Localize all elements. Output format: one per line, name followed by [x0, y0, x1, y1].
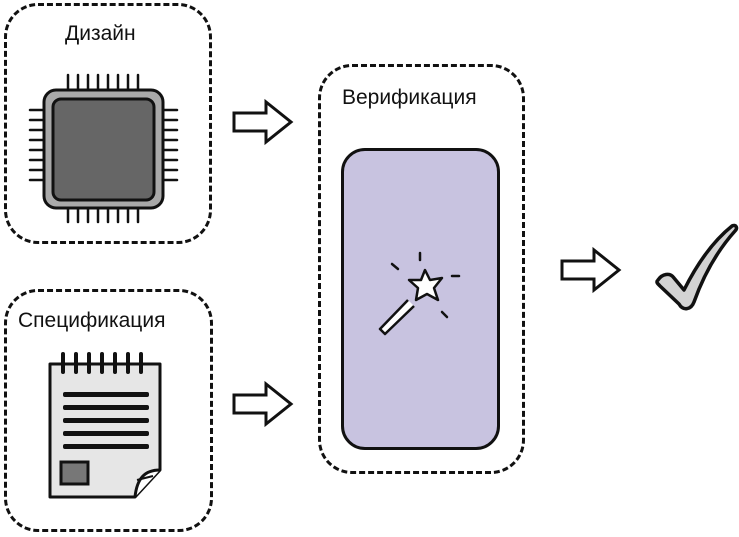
verification-label: Верификация: [342, 86, 477, 109]
arrow-spec-to-verification: [232, 380, 294, 428]
microchip-icon: [28, 73, 179, 224]
magic-wand-icon: [378, 251, 461, 336]
specification-box: [4, 289, 213, 532]
arrow-verification-to-result: [560, 246, 622, 294]
verification-panel: [341, 148, 500, 450]
checkmark-icon: [655, 223, 739, 311]
verification-box: [318, 64, 525, 474]
notepad-icon: [48, 352, 162, 499]
specification-label: Спецификация: [18, 309, 166, 332]
arrow-design-to-verification: [232, 98, 294, 146]
design-label: Дизайн: [65, 22, 136, 45]
design-box: [4, 3, 212, 244]
